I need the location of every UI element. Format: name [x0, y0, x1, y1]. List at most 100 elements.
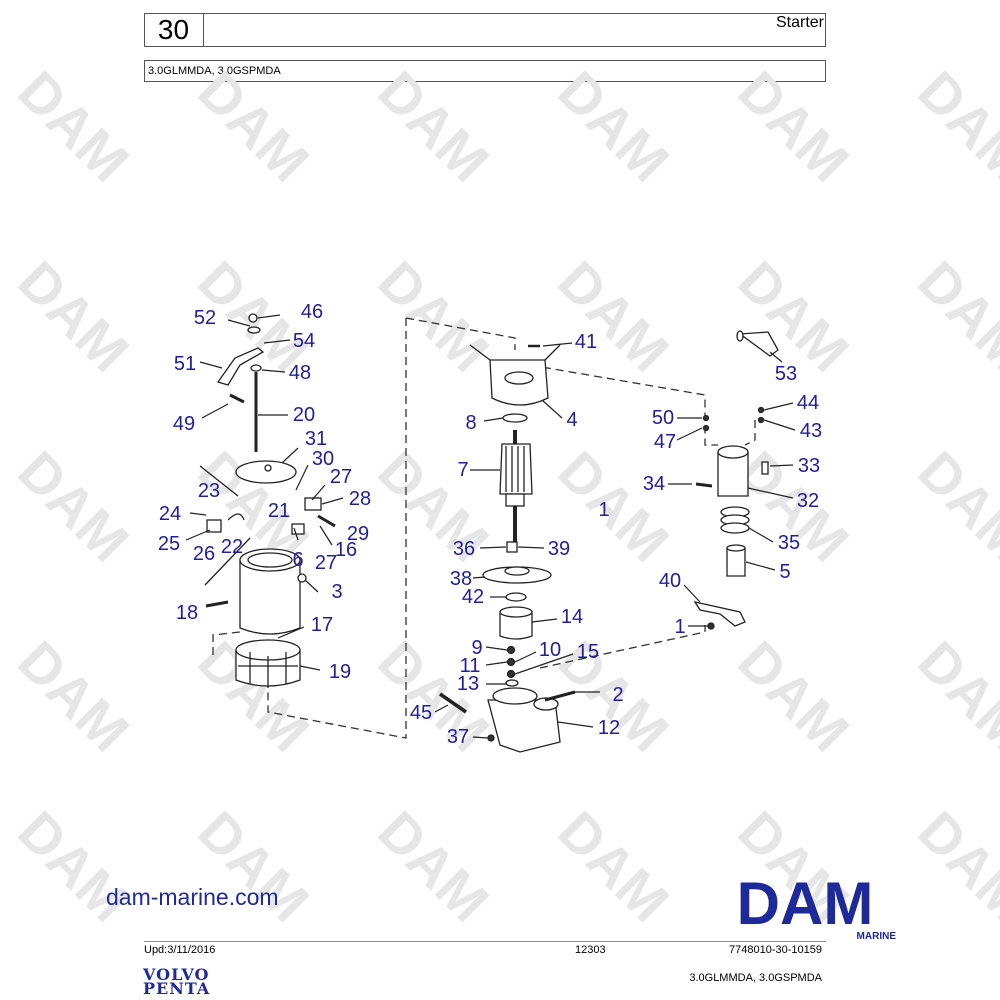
boot-part — [738, 331, 779, 357]
thru-bolt-part — [439, 692, 467, 714]
spring-part — [317, 514, 336, 528]
callout-number: 10 — [539, 639, 561, 661]
callout-number: 13 — [457, 673, 479, 695]
models-footer: 3.0GLMMDA, 3.0GSPMDA — [689, 972, 822, 984]
volvo-logo-line1: VOLVO — [143, 965, 210, 984]
watermark-text: DAM — [546, 249, 681, 384]
callout-number: 49 — [173, 413, 195, 435]
callout-number: 28 — [349, 488, 371, 510]
field-frame-part — [239, 559, 301, 635]
callout-number: 1 — [598, 499, 609, 521]
callout-number: 17 — [311, 614, 333, 636]
dam-logo-subtext: MARINE — [857, 931, 897, 942]
watermark-text: DAM — [366, 249, 501, 384]
volvo-logo-line2: PENTA — [143, 979, 211, 998]
armature-part — [499, 443, 533, 495]
watermark-text: DAM — [906, 59, 1000, 194]
thrust-washer-part — [502, 413, 528, 423]
callout-number: 50 — [652, 407, 674, 429]
callout-number: 41 — [575, 331, 597, 353]
callout-number: 7 — [457, 459, 468, 481]
dam-marine-logo: DAM MARINE — [737, 872, 897, 942]
callout-number: 25 — [158, 533, 180, 555]
terminal-part — [297, 573, 307, 583]
watermark-text: DAM — [366, 799, 501, 934]
watermark-text: DAM — [6, 799, 141, 934]
callout-number: 18 — [176, 602, 198, 624]
shift-lever-part — [693, 601, 746, 627]
website-link[interactable]: dam-marine.com — [106, 884, 279, 910]
drive-assembly-part — [499, 611, 533, 640]
screw-part — [205, 600, 229, 608]
watermark-text: DAM — [186, 799, 321, 934]
part-drawings — [199, 313, 779, 753]
end-cap-part — [235, 460, 297, 484]
callout-number: 2 — [612, 684, 623, 706]
screw-part — [229, 393, 245, 404]
watermark-text: DAM — [6, 59, 141, 194]
callout-number: 51 — [174, 353, 196, 375]
update-date: Upd:3/11/2016 — [144, 944, 216, 956]
watermark-text: DAM — [906, 799, 1000, 934]
watermark-text: DAM — [6, 439, 141, 574]
watermark-text: DAM — [906, 439, 1000, 574]
leader-lines — [185, 314, 796, 739]
watermark-text: DAM — [906, 629, 1000, 764]
dam-logo-text: DAM — [737, 872, 874, 937]
callout-number: 6 — [292, 549, 303, 571]
callout-number: 20 — [293, 404, 315, 426]
callout-number: 39 — [548, 538, 570, 560]
callout-number: 27 — [330, 466, 352, 488]
callout-number: 12 — [598, 717, 620, 739]
callout-number: 29 — [347, 523, 369, 545]
collar-part — [506, 541, 518, 553]
watermark-text: DAM — [726, 629, 861, 764]
callout-number: 19 — [329, 661, 351, 683]
watermark-layer: DAM DAM DAM DAM DAM DAM DAM DAM DAM DAM DAM DAM DAM D… — [6, 59, 1000, 934]
callout-number: 33 — [798, 455, 820, 477]
callout-number: 23 — [198, 480, 220, 502]
callout-number: 3 — [331, 581, 342, 603]
callout-number: 21 — [268, 500, 290, 522]
watermark-text: DAM — [6, 249, 141, 384]
callout-number: 8 — [465, 412, 476, 434]
callout-number: 32 — [797, 490, 819, 512]
callout-number: 26 — [193, 543, 215, 565]
callout-number: 43 — [800, 420, 822, 442]
watermark-text: DAM — [906, 249, 1000, 384]
callout-number: 30 — [312, 448, 334, 470]
callout-number: 27 — [315, 552, 337, 574]
callout-number: 4 — [566, 409, 577, 431]
washer-part — [247, 326, 261, 334]
callout-number: 42 — [462, 586, 484, 608]
field-frame-inner — [247, 552, 293, 568]
watermark-text: DAM — [6, 629, 141, 764]
callout-number: 1 — [674, 616, 685, 638]
callout-number: 45 — [410, 702, 432, 724]
callout-number: 53 — [775, 363, 797, 385]
brush-part — [206, 519, 222, 533]
brace-part — [216, 347, 265, 386]
watermark-text: DAM — [546, 799, 681, 934]
callout-number: 36 — [453, 538, 475, 560]
watermark-text: DAM — [366, 439, 501, 574]
page-number: 12303 — [575, 944, 606, 956]
lead-wire-part — [227, 513, 245, 521]
callout-number: 24 — [159, 503, 181, 525]
watermark-text: DAM — [546, 59, 681, 194]
section-number: 30 — [144, 13, 204, 47]
section-header-box — [144, 13, 826, 47]
nut-part — [248, 313, 258, 323]
callout-number: 48 — [289, 362, 311, 384]
callout-number: 38 — [450, 568, 472, 590]
callout-number: 37 — [447, 726, 469, 748]
spacer-part — [505, 592, 527, 602]
bolt-part — [544, 690, 576, 702]
callout-number: 11 — [460, 655, 481, 677]
callout-number: 31 — [305, 428, 327, 450]
brush-part — [291, 523, 305, 535]
callout-number: 54 — [293, 330, 315, 352]
callout-number: 34 — [643, 473, 665, 495]
models-header: 3.0GLMMDA, 3.0GSPMDA — [144, 60, 826, 82]
